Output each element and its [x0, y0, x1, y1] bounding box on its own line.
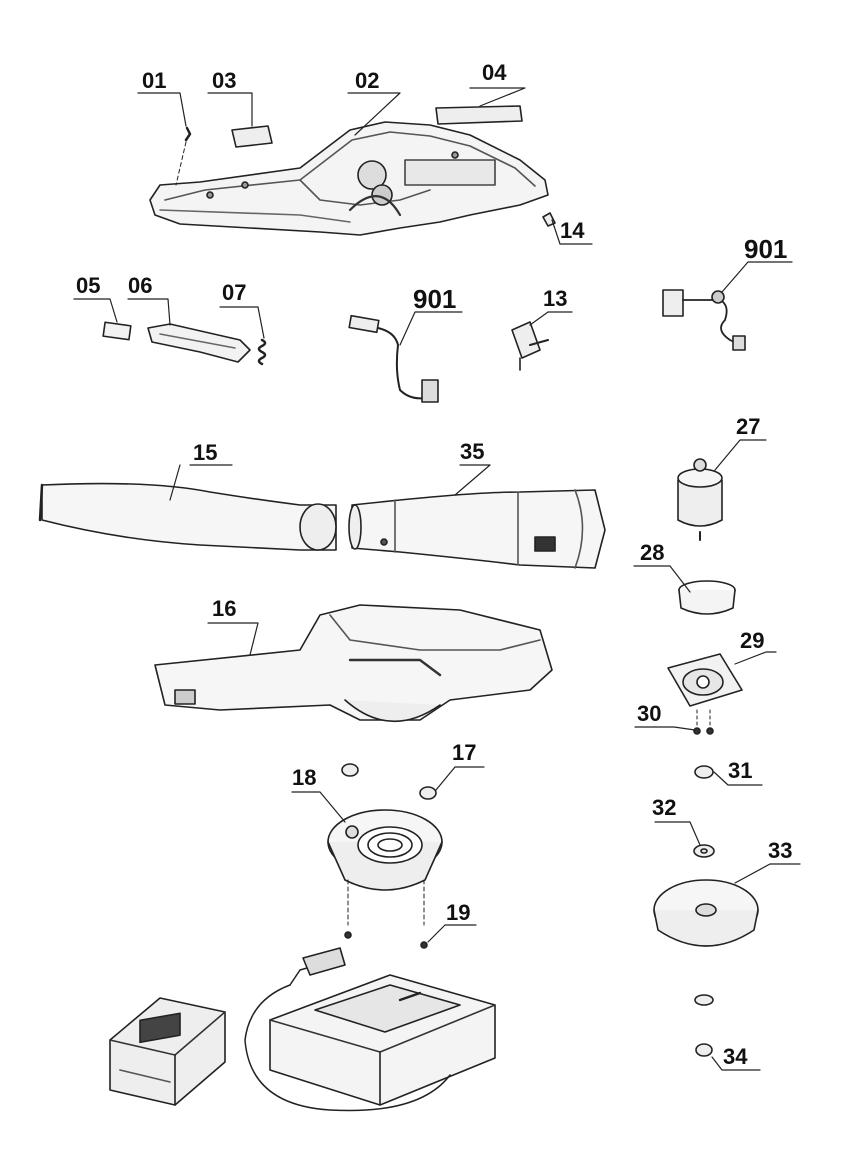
part-label-06: 06: [128, 273, 153, 298]
part-label-32: 32: [652, 795, 677, 820]
part-label-01: 01: [142, 68, 167, 93]
blow-tube-15: [38, 464, 337, 551]
washer-32: [654, 821, 715, 858]
part-label-29: 29: [740, 628, 765, 653]
part-label-31: 31: [728, 758, 753, 783]
nozzle-35: [348, 464, 606, 569]
switch-13: [511, 311, 573, 371]
part-label-05: 05: [76, 273, 101, 298]
part-label-13: 13: [543, 286, 568, 311]
part-label-30: 30: [637, 701, 662, 726]
housing-half-part: [149, 121, 549, 236]
part-label-02: 02: [355, 68, 380, 93]
motor-27: [677, 439, 767, 541]
label-sticker-04: [435, 105, 523, 125]
part-label-27: 27: [736, 414, 761, 439]
part-label-19: 19: [446, 900, 471, 925]
part-label-04: 04: [482, 60, 507, 85]
wire-harness-901-a: [348, 311, 463, 403]
screws-19: [344, 879, 477, 949]
screw-01: [184, 126, 192, 142]
part-label-18: 18: [292, 765, 317, 790]
part-label-03: 03: [212, 68, 237, 93]
impeller-33: [653, 863, 801, 947]
switch-parts-group: [73, 298, 267, 366]
washer-lower: [694, 994, 714, 1006]
battery-pack: [109, 997, 226, 1106]
housing-16: [154, 604, 553, 723]
wire-harness-901-b: [662, 261, 793, 351]
part-label-28: 28: [640, 540, 665, 565]
part-label-901-b: 901: [744, 234, 788, 264]
cap-17: [341, 763, 485, 800]
part-label-14: 14: [560, 218, 585, 243]
nut-34: [695, 1043, 761, 1071]
part-label-901-a: 901: [413, 284, 457, 314]
part-label-16: 16: [212, 596, 237, 621]
part-label-07: 07: [222, 280, 247, 305]
part-label-34: 34: [723, 1044, 748, 1069]
ring-28: [633, 565, 736, 615]
fan-cover-18: [291, 791, 443, 891]
part-label-17: 17: [452, 740, 477, 765]
charger: [244, 947, 496, 1112]
nut-31: [694, 765, 763, 786]
part-label-15: 15: [193, 440, 218, 465]
part-label-35: 35: [460, 439, 485, 464]
part-14: [542, 212, 556, 227]
motor-plate-29: [634, 651, 777, 735]
part-label-33: 33: [768, 838, 793, 863]
label-sticker-03: [231, 125, 273, 148]
